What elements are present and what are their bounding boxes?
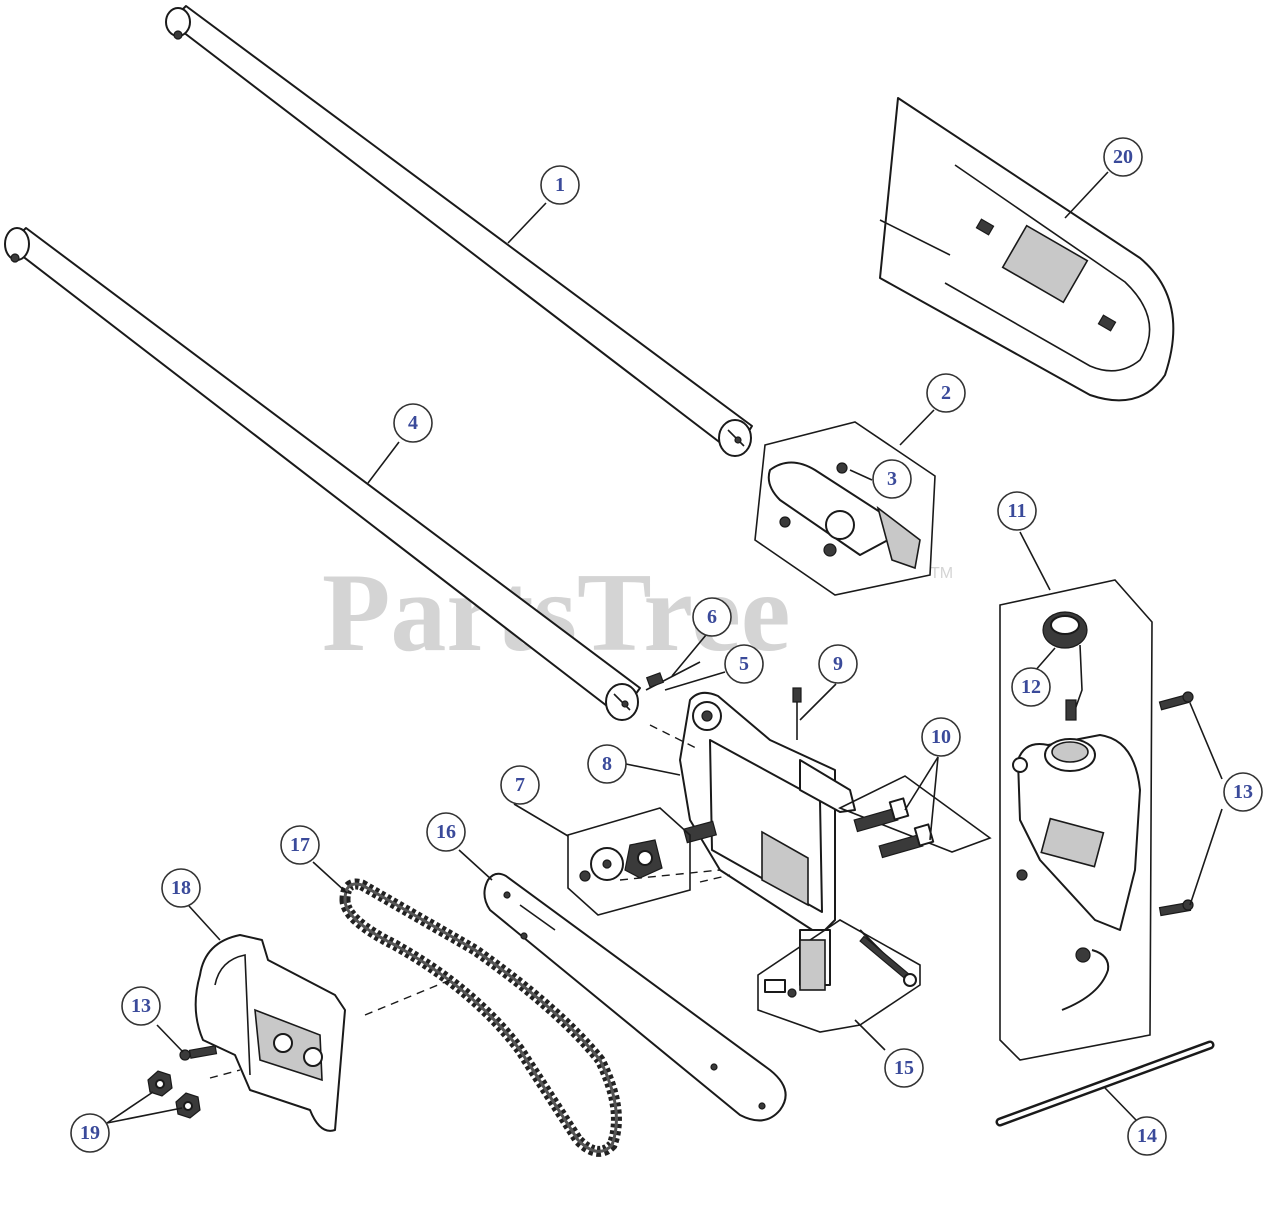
callout-16-label: 16 (436, 821, 456, 843)
callout-12: 12 (1011, 667, 1051, 707)
callout-4: 4 (393, 403, 433, 443)
callout-5: 5 (724, 644, 764, 684)
part-16-guide-bar (483, 872, 787, 1122)
callout-10: 10 (921, 717, 961, 757)
callout-2: 2 (926, 373, 966, 413)
assembly-lines (209, 724, 731, 1079)
part-14-rod (995, 1040, 1215, 1127)
part-13-left-bolt (179, 1045, 218, 1061)
callout-18-label: 18 (171, 877, 191, 899)
callout-7-label: 7 (515, 774, 525, 796)
callout-18: 18 (161, 868, 201, 908)
part-18-side-cover (194, 934, 346, 1132)
callout-5-label: 5 (739, 653, 749, 675)
callout-13-left: 13 (121, 986, 161, 1026)
callout-20-label: 20 (1113, 146, 1133, 168)
callout-1-label: 1 (555, 174, 565, 196)
part-2-coupler-group (754, 421, 936, 596)
part-20-scabbard (879, 97, 1175, 402)
leader-lines (106, 171, 1223, 1124)
part-13-right-screws (1158, 691, 1194, 917)
callout-9: 9 (818, 644, 858, 684)
watermark: PartsTree TM (322, 551, 953, 675)
part-15-adjuster-group (757, 919, 921, 1033)
callout-20: 20 (1103, 137, 1143, 177)
callout-10-label: 10 (931, 726, 951, 748)
callout-6-label: 6 (707, 606, 717, 628)
callout-15: 15 (884, 1048, 924, 1088)
callout-17-label: 17 (290, 834, 310, 856)
callout-11: 11 (997, 491, 1037, 531)
callout-4-label: 4 (408, 412, 418, 434)
callout-12-label: 12 (1021, 676, 1041, 698)
part-4-lower-shaft (4, 227, 641, 721)
watermark-trademark: TM (930, 565, 953, 582)
part-10-bolts (838, 775, 992, 859)
callout-13-left-label: 13 (131, 995, 151, 1017)
part-19-nuts (147, 1070, 201, 1119)
callout-17: 17 (280, 825, 320, 865)
part-17-saw-chain (339, 878, 622, 1157)
callout-11-label: 11 (1008, 500, 1027, 522)
callout-19-label: 19 (80, 1122, 100, 1144)
callout-6: 6 (692, 597, 732, 637)
callout-9-label: 9 (833, 653, 843, 675)
callout-8-label: 8 (602, 753, 612, 775)
part-9-screw (792, 687, 802, 740)
callout-14-label: 14 (1137, 1125, 1157, 1147)
callout-14: 14 (1127, 1116, 1167, 1156)
callout-8: 8 (587, 744, 627, 784)
callout-7: 7 (500, 765, 540, 805)
part-1-upper-shaft (165, 5, 753, 457)
part-oil-hose (1061, 947, 1110, 1011)
callout-3: 3 (872, 459, 912, 499)
part-11-oil-tank-group (999, 579, 1153, 1061)
part-7-sprocket-group (567, 807, 691, 916)
part-12-cap (1042, 611, 1088, 721)
callout-3-label: 3 (887, 468, 897, 490)
callout-16: 16 (426, 812, 466, 852)
callout-19: 19 (70, 1113, 110, 1153)
callout-1: 1 (540, 165, 580, 205)
part-8-gear-head (679, 691, 856, 986)
callout-13-right: 13 (1223, 772, 1263, 812)
callout-13-right-label: 13 (1233, 781, 1253, 803)
callout-2-label: 2 (941, 382, 951, 404)
callout-15-label: 15 (894, 1057, 914, 1079)
